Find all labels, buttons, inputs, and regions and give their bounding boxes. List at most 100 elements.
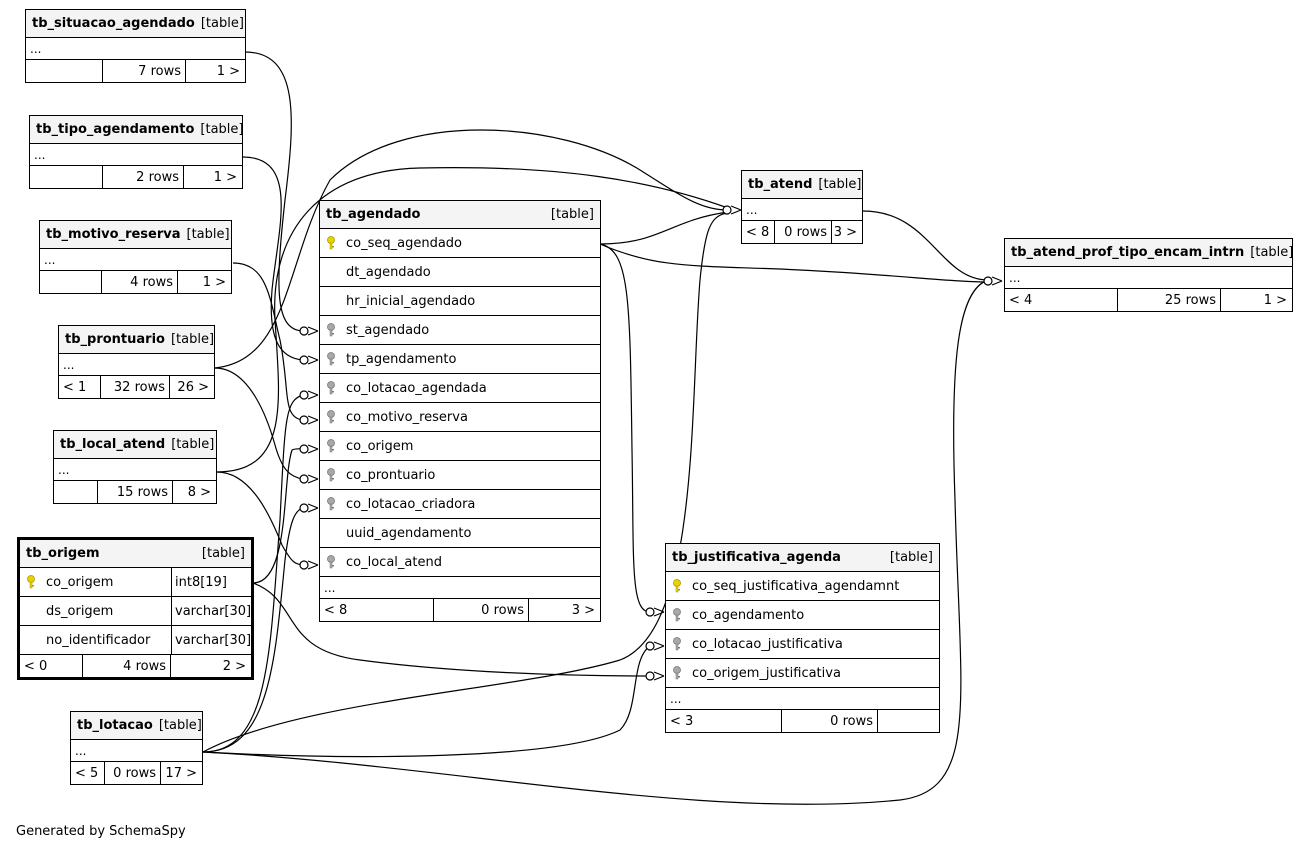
table-tb-agendado[interactable]: tb_agendado [table] co_seq_agendado dt_ag… [319,200,601,622]
relationship-line [214,367,304,480]
column-name: co_lotacao_justificativa [692,636,843,652]
column-row[interactable]: co_lotacao_justificativa [666,630,939,659]
column-row[interactable]: co_prontuario [320,461,600,490]
more-columns: ... [54,459,216,481]
parents-count: < 8 [320,599,434,621]
column-row[interactable]: dt_agendado [320,258,600,287]
more-columns: ... [742,199,862,221]
table-footer: < 8 0 rows 3 > [742,221,862,243]
primary-key-icon [20,575,42,589]
table-header: tb_agendado [table] [320,201,600,229]
relationship-line [214,129,729,369]
table-type-tag: [table] [201,546,245,561]
table-tb-atend-prof-tipo-encam-intrn[interactable]: tb_atend_prof_tipo_encam_intrn [table] .… [1004,238,1293,312]
children-count [878,710,939,732]
more-columns: ... [26,38,245,60]
primary-key-icon [320,236,342,250]
table-footer: < 1 32 rows 26 > [59,376,214,398]
column-row[interactable]: co_origem [320,432,600,461]
foreign-key-icon [320,468,342,482]
column-row[interactable]: no_identificador varchar[30] [20,626,251,655]
column-row[interactable]: tp_agendamento [320,345,600,374]
relationship-line [242,156,304,361]
table-header: tb_lotacao [table] [71,712,202,740]
table-tb-local-atend[interactable]: tb_local_atend [table] ... 15 rows 8 > [53,430,217,504]
column-row[interactable]: co_agendamento [666,601,939,630]
table-type-tag: [table] [889,550,933,565]
parents-count [26,60,103,82]
table-name: tb_motivo_reserva [46,227,181,242]
table-tb-motivo-reserva[interactable]: tb_motivo_reserva [table] ... 4 rows 1 > [39,220,232,294]
column-type: int8[19] [171,568,251,596]
table-footer: < 4 25 rows 1 > [1005,289,1292,311]
table-type-tag: [table] [200,122,244,137]
children-count: 1 > [216,63,240,79]
column-row[interactable]: uuid_agendamento [320,519,600,548]
table-tb-lotacao[interactable]: tb_lotacao [table] ... < 5 0 rows 17 > [70,711,203,785]
column-name: co_prontuario [346,467,436,483]
table-header: tb_prontuario [table] [59,326,214,354]
parents-count [54,481,98,503]
foreign-key-icon [320,410,342,424]
children-count: 1 > [1263,292,1287,308]
column-row[interactable]: co_motivo_reserva [320,403,600,432]
relationship-line [599,243,651,613]
column-name: co_local_atend [346,554,442,570]
table-name: tb_lotacao [77,718,153,733]
more-columns: ... [59,354,214,376]
table-footer: 7 rows 1 > [26,60,245,82]
generated-by-note: Generated by SchemaSpy [16,824,186,839]
column-name: co_origem [346,438,414,454]
column-row[interactable]: hr_inicial_agendado [320,287,600,316]
more-columns: ... [1005,267,1292,289]
column-name: uuid_agendamento [346,525,472,541]
foreign-key-icon [320,555,342,569]
table-type-tag: [table] [170,332,215,347]
column-row[interactable]: co_lotacao_criadora [320,490,600,519]
relationship-line [252,448,304,584]
table-tb-situacao-agendado[interactable]: tb_situacao_agendado [table] ... 7 rows … [25,9,246,83]
table-tb-justificativa-agenda[interactable]: tb_justificativa_agenda [table] co_seq_j… [665,543,940,733]
table-footer: < 0 4 rows 2 > [20,655,251,677]
column-row[interactable]: co_lotacao_agendada [320,374,600,403]
relationship-line [862,210,989,281]
table-name: tb_justificativa_agenda [672,550,841,565]
parents-count: < 1 [59,376,101,398]
column-name: st_agendado [346,322,430,338]
more-columns: ... [40,249,231,271]
foreign-key-icon [666,666,688,680]
children-count: 3 > [833,224,857,240]
column-name: co_lotacao_criadora [346,496,476,512]
relationship-line [232,262,304,421]
row-count: 25 rows [1118,289,1221,311]
column-name: tp_agendamento [346,351,457,367]
row-count: 4 rows [102,271,178,293]
column-row[interactable]: st_agendado [320,316,600,345]
column-type: varchar[30] [171,597,251,625]
column-name: dt_agendado [346,264,431,280]
column-row[interactable]: co_local_atend [320,548,600,577]
column-row[interactable]: ds_origem varchar[30] [20,597,251,626]
table-tb-tipo-agendamento[interactable]: tb_tipo_agendamento [table] ... 2 rows 1… [29,115,244,189]
row-count: 32 rows [101,376,170,398]
table-tb-prontuario[interactable]: tb_prontuario [table] ... < 1 32 rows 26… [58,325,215,399]
column-name: hr_inicial_agendado [346,293,476,309]
table-footer: < 3 0 rows [666,710,939,732]
children-count: 8 > [187,484,211,500]
table-footer: 15 rows 8 > [54,481,216,503]
relationship-line [244,51,304,332]
column-name: co_seq_justificativa_agendamnt [692,578,900,594]
column-name: co_origem_justificativa [692,665,841,681]
table-type-tag: [table] [550,207,594,222]
table-name: tb_origem [26,546,100,561]
column-row[interactable]: co_seq_agendado [320,229,600,258]
table-name: tb_prontuario [65,332,165,347]
column-row[interactable]: co_seq_justificativa_agendamnt [666,572,939,601]
table-tb-origem[interactable]: tb_origem [table] co_origem int8[19] ds_… [17,537,254,680]
table-tb-atend[interactable]: tb_atend [table] ... < 8 0 rows 3 > [741,170,863,244]
column-name: ds_origem [46,603,114,619]
column-row[interactable]: co_origem_justificativa [666,659,939,688]
parents-count: < 4 [1005,289,1118,311]
column-row[interactable]: co_origem int8[19] [20,568,251,597]
